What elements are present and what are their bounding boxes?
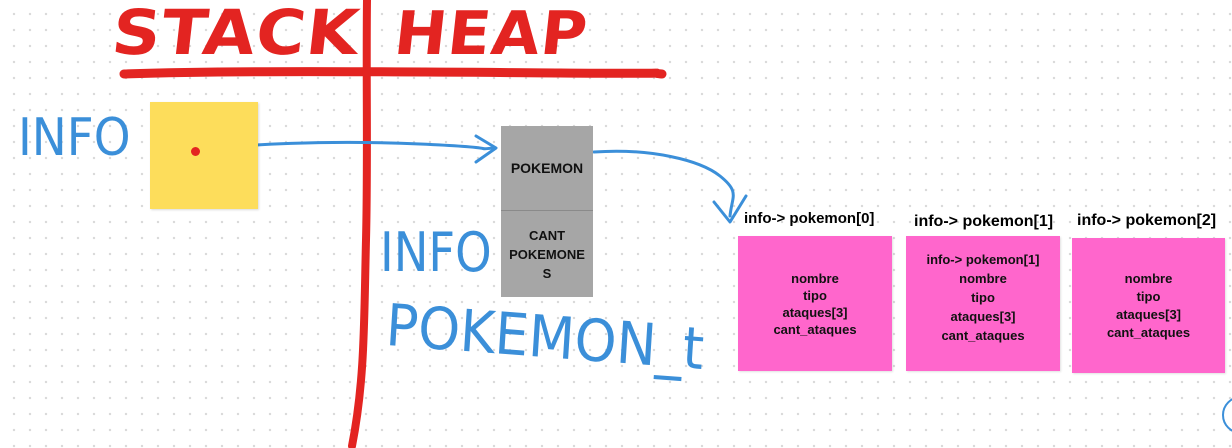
info-struct-block[interactable]: POKEMON CANT POKEMONE S	[501, 126, 593, 297]
pointer-arrowhead-1	[474, 134, 498, 164]
field-tipo: tipo	[1136, 288, 1161, 304]
pointer-arrowhead-2	[712, 194, 748, 224]
field-nombre: nombre	[1124, 270, 1173, 286]
field-cant-ataques: cant_ataques	[1106, 324, 1191, 340]
pokemon-struct-note-1[interactable]: info-> pokemon[1] nombre tipo ataques[3]…	[906, 236, 1060, 371]
struct-field-pokemon: POKEMON	[510, 160, 584, 176]
pokemon-struct-note-2[interactable]: nombre tipo ataques[3] cant_ataques	[1072, 238, 1225, 373]
info-variable-label: INFO	[18, 108, 131, 168]
heap-title: HEAP	[390, 0, 592, 69]
field-tipo: tipo	[971, 290, 995, 305]
field-nombre: nombre	[959, 271, 1007, 286]
field-tipo: tipo	[803, 287, 827, 303]
pokemon-struct-note-0[interactable]: nombre tipo ataques[3] cant_ataques	[738, 236, 892, 371]
divider-vertical-line	[348, 0, 371, 448]
field-ataques: ataques[3]	[950, 309, 1016, 324]
info-pointer-sticky-note[interactable]	[150, 102, 258, 209]
struct-field-divider	[501, 210, 593, 211]
note-header: info-> pokemon[1]	[926, 252, 1040, 267]
array-element-label-1: info-> pokemon[1]	[914, 213, 1054, 230]
array-element-label-0: info-> pokemon[0]	[744, 210, 875, 227]
cant-line-2: POKEMONE	[509, 246, 585, 262]
field-nombre: nombre	[791, 270, 839, 286]
info-struct-label: INFO	[380, 221, 492, 284]
divider-horizontal-line	[119, 67, 667, 79]
field-cant-ataques: cant_ataques	[941, 328, 1025, 343]
pointer-arrow-struct-to-array	[592, 149, 735, 218]
field-ataques: ataques[3]	[782, 304, 848, 320]
cant-line-1: CANT	[528, 227, 566, 243]
stack-title: STACK	[108, 0, 364, 69]
cant-line-3: S	[542, 265, 552, 281]
array-element-label-2: info-> pokemon[2]	[1077, 212, 1217, 229]
field-ataques: ataques[3]	[1115, 306, 1182, 322]
struct-field-cant-pokemones: CANT POKEMONE S	[501, 211, 593, 297]
field-cant-ataques: cant_ataques	[773, 321, 857, 337]
pointer-origin-dot	[191, 147, 200, 156]
